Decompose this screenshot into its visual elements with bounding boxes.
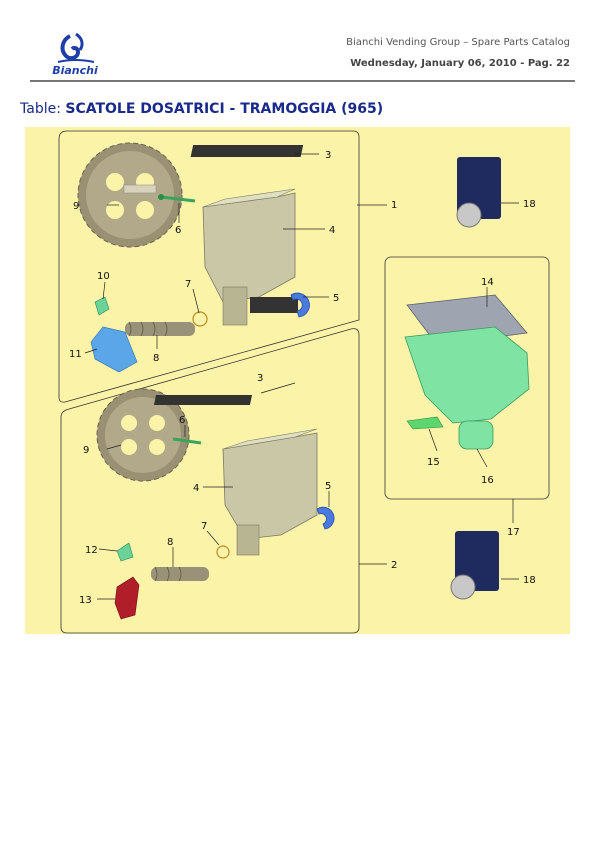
callout-13: 13: [79, 595, 92, 606]
exploded-parts-diagram: 3 1 9 6 4 5 7 8 10 11 3 6 9 4 5 7 8 12 1…: [25, 127, 570, 634]
block-13: [114, 576, 140, 620]
callout-18-top: 18: [523, 199, 536, 210]
auger-8-top: [125, 321, 195, 337]
callout-16: 16: [481, 475, 494, 486]
panel-1-outline: [58, 130, 360, 403]
callout-14: 14: [481, 277, 494, 288]
callout-9-top: 9: [73, 201, 79, 212]
callout-10: 10: [97, 271, 110, 282]
callout-8-bottom: 8: [167, 537, 173, 548]
panel-17-outline: [384, 256, 550, 500]
pin-6-top: [158, 194, 196, 203]
lid-3-top: [190, 145, 304, 157]
gear-9-top: [77, 142, 183, 248]
catalog-name: Bianchi Vending Group – Spare Parts Cata…: [346, 37, 570, 48]
slide-15: [406, 416, 444, 430]
lever-10: [94, 296, 110, 316]
auger-8-bottom: [151, 566, 209, 582]
callout-18-bottom: 18: [523, 575, 536, 586]
callout-7-bottom: 7: [201, 521, 207, 532]
callout-3-top: 3: [325, 150, 331, 161]
callout-7-top: 7: [185, 279, 191, 290]
brand-text: Bianchi: [52, 64, 98, 77]
ring-5-bottom: [316, 506, 335, 530]
table-name: SCATOLE DOSATRICI - TRAMOGGIA (965): [65, 101, 384, 117]
callout-6-top: 6: [175, 225, 181, 236]
panel-2-outline: [60, 328, 360, 634]
callout-2: 2: [391, 560, 397, 571]
motor-18-bottom: [450, 531, 499, 600]
pin-6-bottom: [172, 437, 202, 445]
bianchi-logo: Bianchi: [52, 32, 98, 77]
leader-lines: [84, 153, 519, 600]
gear-9-bottom: [96, 388, 190, 482]
callout-12: 12: [85, 545, 98, 556]
oring-7-bottom: [216, 545, 230, 559]
date-page: Wednesday, January 06, 2010 - Pag. 22: [350, 58, 570, 69]
callout-4-bottom: 4: [193, 483, 199, 494]
callout-17: 17: [507, 527, 520, 538]
callout-4-top: 4: [329, 225, 335, 236]
table-title: Table: SCATOLE DOSATRICI - TRAMOGGIA (96…: [20, 101, 383, 117]
plate-11: [90, 326, 138, 373]
table-label: Table:: [20, 101, 61, 117]
hopper-4-top: [202, 188, 298, 326]
callout-11: 11: [69, 349, 82, 360]
header-rule: [30, 80, 575, 82]
funnel-16: [404, 326, 530, 450]
callout-8-top: 8: [153, 353, 159, 364]
callout-6-bottom: 6: [179, 415, 185, 426]
callout-5-bottom: 5: [325, 481, 331, 492]
callout-3-bottom: 3: [257, 373, 263, 384]
page-header: Bianchi Bianchi Vending Group – Spare Pa…: [0, 0, 595, 90]
callout-9-bottom: 9: [83, 445, 89, 456]
ring-5-top: [290, 292, 310, 318]
lid-3-bottom: [153, 395, 253, 405]
callout-1: 1: [391, 200, 397, 211]
callout-15: 15: [427, 457, 440, 468]
oring-7-top: [192, 311, 208, 327]
lever-12: [116, 542, 134, 562]
hopper-4-bottom: [222, 428, 318, 556]
motor-18-top: [456, 157, 501, 228]
callout-5-top: 5: [333, 293, 339, 304]
